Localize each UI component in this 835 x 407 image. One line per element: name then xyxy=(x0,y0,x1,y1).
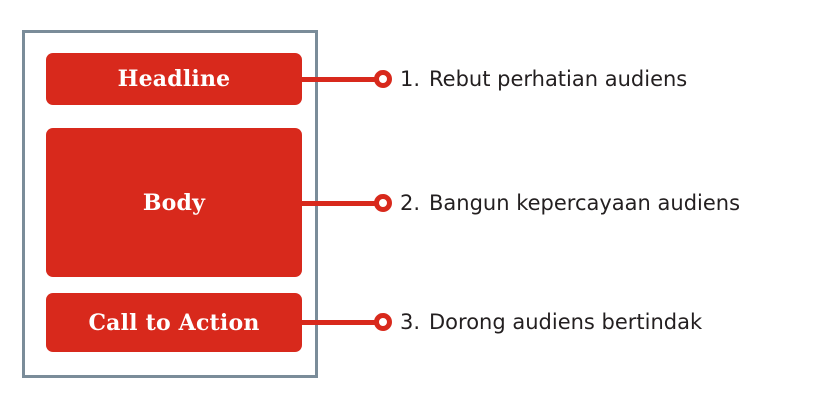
list-item-1: 1. Rebut perhatian audiens xyxy=(400,69,687,90)
connector-line-2 xyxy=(296,201,380,206)
list-item-2-number: 2. xyxy=(400,191,421,215)
connector-line-1 xyxy=(296,77,380,82)
connector-line-3 xyxy=(296,320,380,325)
ring-node-icon-3 xyxy=(374,313,392,331)
list-item-2-text: Bangun kepercayaan audiens xyxy=(429,191,741,215)
block-headline-label: Headline xyxy=(117,66,231,92)
list-item-3: 3. Dorong audiens bertindak xyxy=(400,312,702,333)
list-item-1-number: 1. xyxy=(400,67,421,91)
list-item-3-number: 3. xyxy=(400,310,421,334)
list-item-3-text: Dorong audiens bertindak xyxy=(429,310,703,334)
list-item-1-text: Rebut perhatian audiens xyxy=(429,67,688,91)
ring-node-icon-1 xyxy=(374,70,392,88)
block-call-to-action: Call to Action xyxy=(46,293,302,352)
block-call-to-action-label: Call to Action xyxy=(88,309,260,336)
block-headline: Headline xyxy=(46,53,302,105)
block-body-label: Body xyxy=(142,189,206,216)
block-body: Body xyxy=(46,128,302,277)
list-item-2: 2. Bangun kepercayaan audiens xyxy=(400,193,740,214)
ring-node-icon-2 xyxy=(374,194,392,212)
